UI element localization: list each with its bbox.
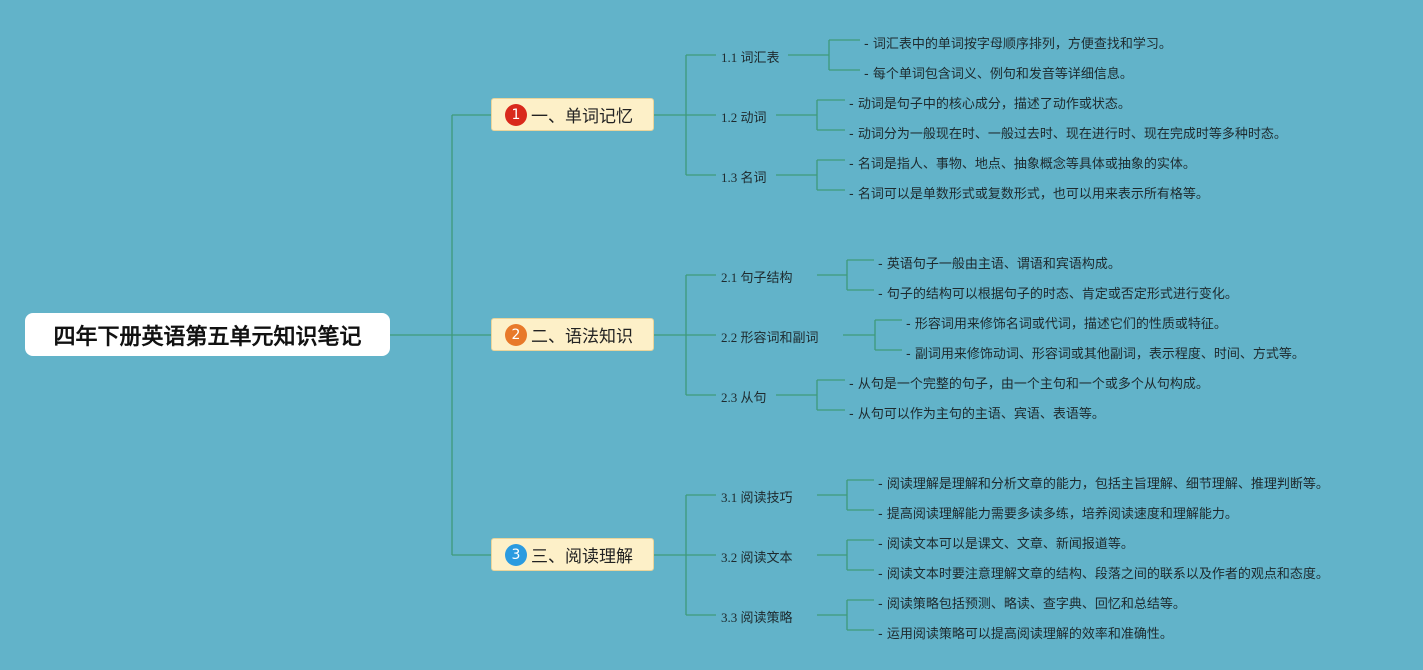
subtopic-2-2[interactable]: 2.2 形容词和副词 (721, 330, 819, 345)
subtopic-2-3[interactable]: 2.3 从句 (721, 390, 767, 405)
branch-1[interactable]: 1 一、单词记忆 (491, 98, 654, 131)
leaf-1-3-1[interactable]: - 名词是指人、事物、地点、抽象概念等具体或抽象的实体。 (849, 157, 1196, 172)
leaf-1-2-2[interactable]: - 动词分为一般现在时、一般过去时、现在进行时、现在完成时等多种时态。 (849, 127, 1287, 142)
leaf-1-1-2[interactable]: - 每个单词包含词义、例句和发音等详细信息。 (864, 67, 1133, 82)
branch-3[interactable]: 3 三、阅读理解 (491, 538, 654, 571)
leaf-1-1-1[interactable]: - 词汇表中的单词按字母顺序排列，方便查找和学习。 (864, 37, 1172, 52)
leaf-3-2-1[interactable]: - 阅读文本可以是课文、文章、新闻报道等。 (878, 537, 1134, 552)
subtopic-1-2[interactable]: 1.2 动词 (721, 110, 767, 125)
leaf-2-1-1[interactable]: - 英语句子一般由主语、谓语和宾语构成。 (878, 257, 1121, 272)
subtopic-3-3[interactable]: 3.3 阅读策略 (721, 610, 793, 625)
subtopic-1-3[interactable]: 1.3 名词 (721, 170, 767, 185)
branch-2[interactable]: 2 二、语法知识 (491, 318, 654, 351)
leaf-1-2-1[interactable]: - 动词是句子中的核心成分，描述了动作或状态。 (849, 97, 1131, 112)
leaf-3-1-1[interactable]: - 阅读理解是理解和分析文章的能力，包括主旨理解、细节理解、推理判断等。 (878, 477, 1329, 492)
branch-1-label: 一、单词记忆 (531, 107, 633, 127)
branch-2-label: 二、语法知识 (531, 327, 633, 347)
number-badge-3: 3 (505, 543, 527, 566)
number-badge-2: 2 (505, 323, 527, 346)
leaf-2-3-2[interactable]: - 从句可以作为主句的主语、宾语、表语等。 (849, 407, 1105, 422)
leaf-2-2-1[interactable]: - 形容词用来修饰名词或代词，描述它们的性质或特征。 (906, 317, 1227, 332)
subtopic-3-1[interactable]: 3.1 阅读技巧 (721, 490, 793, 505)
leaf-3-2-2[interactable]: - 阅读文本时要注意理解文章的结构、段落之间的联系以及作者的观点和态度。 (878, 567, 1329, 582)
leaf-2-3-1[interactable]: - 从句是一个完整的句子，由一个主句和一个或多个从句构成。 (849, 377, 1209, 392)
subtopic-1-1[interactable]: 1.1 词汇表 (721, 50, 780, 65)
leaf-3-3-1[interactable]: - 阅读策略包括预测、略读、查字典、回忆和总结等。 (878, 597, 1186, 612)
number-badge-1: 1 (505, 103, 527, 126)
leaf-1-3-2[interactable]: - 名词可以是单数形式或复数形式，也可以用来表示所有格等。 (849, 187, 1209, 202)
leaf-2-2-2[interactable]: - 副词用来修饰动词、形容词或其他副词，表示程度、时间、方式等。 (906, 347, 1305, 362)
leaf-2-1-2[interactable]: - 句子的结构可以根据句子的时态、肯定或否定形式进行变化。 (878, 287, 1238, 302)
leaf-3-1-2[interactable]: - 提高阅读理解能力需要多读多练，培养阅读速度和理解能力。 (878, 507, 1238, 522)
root-topic[interactable]: 四年下册英语第五单元知识笔记 (25, 313, 390, 356)
subtopic-3-2[interactable]: 3.2 阅读文本 (721, 550, 793, 565)
branch-3-label: 三、阅读理解 (531, 547, 633, 567)
subtopic-2-1[interactable]: 2.1 句子结构 (721, 270, 793, 285)
leaf-3-3-2[interactable]: - 运用阅读策略可以提高阅读理解的效率和准确性。 (878, 627, 1173, 642)
